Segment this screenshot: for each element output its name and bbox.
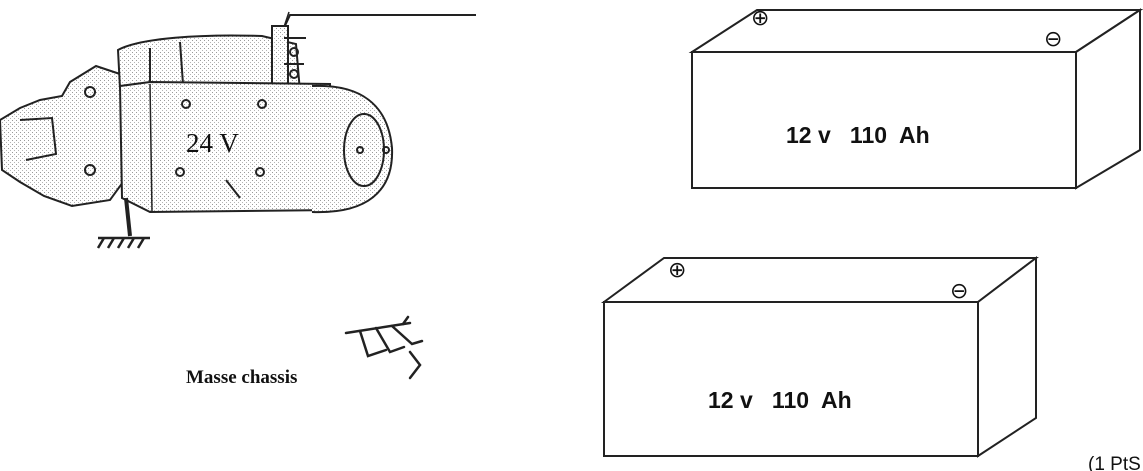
- battery-2-front: [603, 301, 979, 457]
- ground-label: Masse chassis: [186, 367, 297, 388]
- battery-1: [688, 8, 1143, 190]
- battery-2-positive-terminal: ⊕: [668, 258, 686, 283]
- battery-2-negative-terminal: ⊖: [950, 279, 968, 304]
- battery-1-rating: 12 v 110 Ah: [786, 122, 930, 148]
- motor-voltage-label: 24 V: [186, 128, 239, 158]
- starter-cable: [282, 14, 476, 31]
- battery-1-front: [691, 51, 1077, 189]
- chassis-ground-symbol: [344, 315, 424, 380]
- end-cap: [311, 84, 394, 214]
- starter-motor: [0, 11, 476, 249]
- battery-1-negative-terminal: ⊖: [1044, 27, 1062, 52]
- battery-2-rating: 12 v 110 Ah: [708, 387, 852, 413]
- corner-text: (1 PtS: [1088, 454, 1141, 471]
- battery-2: [600, 255, 1039, 458]
- battery-1-positive-terminal: ⊕: [751, 6, 769, 31]
- motor-ground-symbol: [96, 236, 150, 249]
- drive-housing: [0, 64, 128, 208]
